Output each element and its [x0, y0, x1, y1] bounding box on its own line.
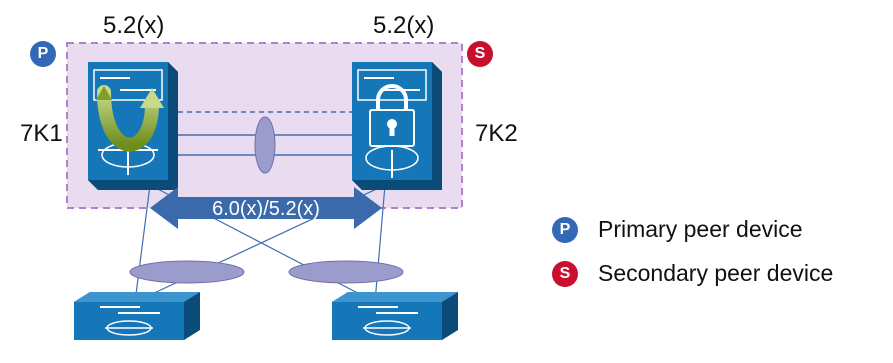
version-label-7k1: 5.2(x): [103, 12, 165, 39]
link-version-label: 6.0(x)/5.2(x): [212, 198, 320, 220]
peer-link-bundle-ellipse: [254, 116, 276, 174]
upgrade-arrow-icon: [96, 85, 164, 152]
port-channel-ellipse-left: [129, 260, 245, 284]
legend-primary-text: Primary peer device: [598, 216, 803, 242]
version-label-7k2: 5.2(x): [373, 12, 435, 39]
access-switch-right: [332, 292, 458, 340]
legend-primary: P Primary peer device: [552, 216, 803, 243]
legend-secondary-text: Secondary peer device: [598, 260, 834, 286]
access-switch-left: [74, 292, 200, 340]
primary-badge-icon: P: [30, 41, 56, 67]
switch-name-7k1: 7K1: [20, 120, 63, 147]
secondary-legend-icon: S: [552, 260, 578, 287]
version-link-arrow: 6.0(x)/5.2(x): [150, 187, 382, 229]
secondary-badge-icon: S: [467, 41, 493, 67]
legend-secondary: S Secondary peer device: [552, 260, 833, 287]
port-channel-ellipse-right: [288, 260, 404, 284]
primary-legend-icon: P: [552, 216, 578, 243]
switch-name-7k2: 7K2: [475, 120, 518, 147]
switch-7k1: [88, 62, 178, 190]
lock-icon: [369, 84, 415, 147]
